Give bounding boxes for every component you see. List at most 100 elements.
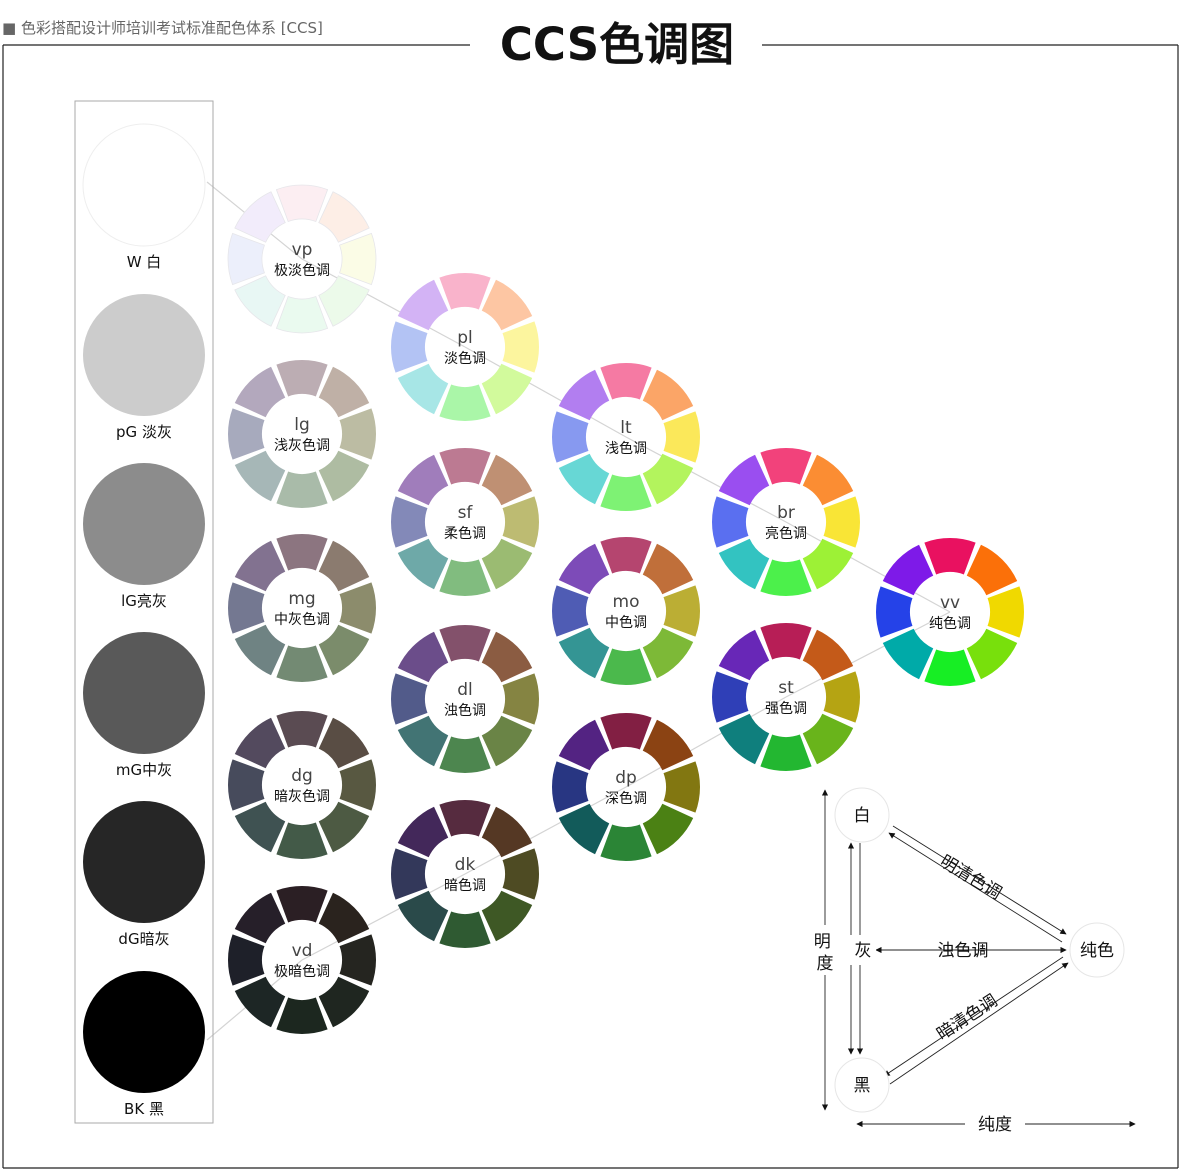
legend-node-black [834, 1057, 890, 1113]
tone-segment-pl-1 [481, 279, 533, 331]
tone-segment-mo-0 [600, 536, 652, 574]
tone-name-dg: 暗灰色调 [274, 788, 330, 805]
tone-name-mo: 中色调 [605, 614, 647, 631]
tone-name-pl: 淡色调 [444, 350, 486, 367]
tone-segment-dk-4 [439, 911, 491, 949]
arrow-black-to-pure-b [883, 956, 1064, 1077]
tone-segment-lt-7 [558, 369, 610, 421]
tone-wheel-vp: vp 极淡色调 [227, 184, 377, 334]
tone-segment-vv-5 [882, 628, 934, 680]
tone-segment-sf-0 [439, 447, 491, 485]
tone-segment-lg-2 [339, 408, 377, 460]
neutral-swatch-4 [83, 801, 205, 923]
tone-segment-dg-2 [339, 759, 377, 811]
tone-segment-vp-6 [227, 232, 265, 286]
tone-segment-vd-4 [276, 997, 328, 1035]
tone-segment-st-0 [760, 622, 812, 660]
legend-node-white [834, 787, 890, 843]
tone-segment-vd-7 [234, 892, 286, 944]
tone-segment-lg-5 [234, 450, 286, 502]
neutral-label-1: pG 淡灰 [116, 423, 172, 441]
tone-segment-lg-3 [318, 450, 370, 502]
tone-segment-dg-5 [234, 801, 286, 853]
neutral-swatch-0 [82, 123, 206, 247]
tone-segment-dp-1 [642, 719, 694, 771]
tone-segment-br-7 [718, 454, 770, 506]
tone-segment-vv-1 [966, 544, 1018, 596]
main-title: CCS色调图 [499, 18, 735, 71]
tone-segment-pl-3 [481, 363, 533, 415]
tone-segment-pl-7 [397, 279, 449, 331]
tone-code-lg: lg [294, 415, 310, 435]
tone-segment-dg-7 [234, 717, 286, 769]
tone-segment-dl-4 [439, 736, 491, 774]
tone-segment-dk-0 [439, 799, 491, 837]
tone-code-dl: dl [457, 680, 473, 700]
tone-segment-dg-0 [276, 710, 328, 748]
tone-segment-dl-6 [390, 673, 428, 725]
tone-segment-lt-3 [642, 453, 694, 505]
tone-segment-dk-3 [481, 890, 533, 942]
tone-segment-pl-2 [502, 321, 540, 373]
tone-segment-dk-7 [397, 806, 449, 858]
tone-segment-dp-3 [642, 803, 694, 855]
tone-segment-st-7 [718, 629, 770, 681]
tone-segment-st-4 [760, 734, 812, 772]
legend-diagram: 白 纯色 黑 灰 浊色调 明清色调 暗清色调 明 度 纯度 [812, 787, 1136, 1135]
tone-segment-dp-7 [558, 719, 610, 771]
tone-code-vv: vv [940, 593, 960, 613]
tone-segment-dk-5 [397, 890, 449, 942]
connector-line-6 [625, 696, 787, 788]
legend-black-label: 黑 [854, 1076, 871, 1096]
tone-segment-pl-6 [390, 321, 428, 373]
tone-segment-sf-7 [397, 454, 449, 506]
tone-segment-br-6 [711, 496, 749, 548]
tone-segment-dp-2 [663, 761, 701, 813]
tone-segment-lg-6 [227, 408, 265, 460]
tone-name-dp: 深色调 [605, 790, 647, 807]
tone-segment-mo-2 [663, 585, 701, 637]
tone-segment-mg-7 [234, 540, 286, 592]
tone-segment-vd-1 [318, 892, 370, 944]
neutral-swatch-5 [83, 971, 205, 1093]
tone-segment-vd-5 [234, 976, 286, 1028]
connector-line-7 [464, 786, 627, 875]
tone-segment-mo-7 [558, 543, 610, 595]
tone-segment-dp-4 [600, 824, 652, 862]
tone-segment-mg-3 [318, 624, 370, 676]
header-caption: ■ 色彩搭配设计师培训考试标准配色体系 [CCS] [2, 19, 323, 37]
tone-segment-st-5 [718, 713, 770, 765]
legend-node-pure [1069, 922, 1125, 978]
tone-segment-br-0 [760, 447, 812, 485]
tone-segment-dp-5 [558, 803, 610, 855]
tone-name-sf: 柔色调 [444, 525, 486, 542]
neutral-panel-border [74, 100, 214, 1124]
neutral-label-4: dG暗灰 [118, 930, 169, 948]
tone-name-vd: 极暗色调 [274, 963, 330, 980]
tone-segment-lg-1 [318, 366, 370, 418]
connector-line-8 [301, 873, 466, 961]
tone-name-vp: 极淡色调 [274, 262, 330, 279]
tone-segment-dg-6 [227, 759, 265, 811]
tone-segment-mo-6 [551, 585, 589, 637]
tone-segment-vv-6 [875, 586, 913, 638]
neutral-swatch-1 [83, 294, 205, 416]
tone-code-br: br [777, 503, 795, 523]
lightness-label-bg [812, 928, 838, 974]
tone-segment-mo-4 [600, 648, 652, 686]
tone-code-vp: vp [292, 240, 313, 260]
tone-segment-mo-1 [642, 543, 694, 595]
tone-segment-sf-4 [439, 559, 491, 597]
tone-segment-vd-3 [318, 976, 370, 1028]
connector-line-1 [301, 258, 466, 348]
tone-segment-vd-0 [276, 885, 328, 923]
tone-segment-st-6 [711, 671, 749, 723]
tone-segment-dk-1 [481, 806, 533, 858]
connector-line-4 [785, 521, 951, 613]
